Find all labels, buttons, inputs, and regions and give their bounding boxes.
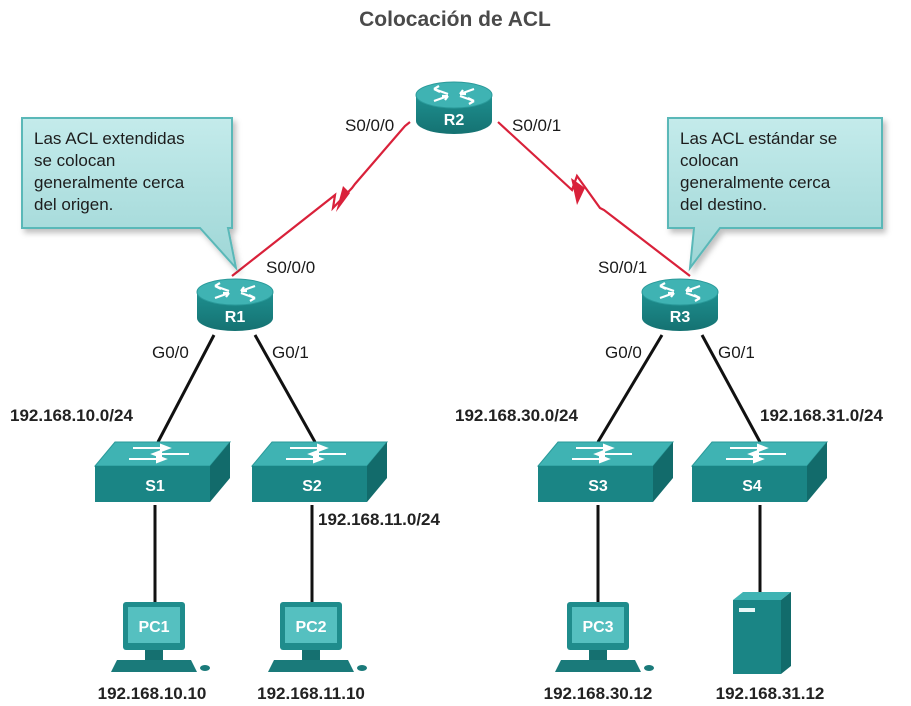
switch-s2-label: S2 <box>302 478 322 495</box>
serial-link-r2-r3 <box>497 121 691 277</box>
switch-s3[interactable]: S3 <box>536 441 675 502</box>
network-192-168-11: 192.168.11.0/24 <box>318 510 441 529</box>
switch-arrows-icon <box>572 443 632 464</box>
pc1-label: PC1 <box>138 619 169 636</box>
port-r3-g01: G0/1 <box>718 343 755 362</box>
host-pc3-ip: 192.168.30.12 <box>544 684 653 703</box>
callout-right-line-4: del destino. <box>680 195 767 214</box>
callout-right-line-3: generalmente cerca <box>680 173 831 192</box>
switch-s4[interactable]: S4 <box>690 441 829 502</box>
port-r2-s000: S0/0/0 <box>345 116 394 135</box>
callout-left-line-4: del origen. <box>34 195 113 214</box>
network-192-168-10: 192.168.10.0/24 <box>10 406 133 425</box>
serial-link-bolt-left <box>336 186 350 212</box>
link-r3-s4 <box>700 334 762 443</box>
switch-arrows-icon <box>726 443 786 464</box>
callout-standard-acl: Las ACL estándar se colocan generalmente… <box>667 117 883 272</box>
callout-right-line-2: colocan <box>680 151 739 170</box>
port-r3-g00: G0/0 <box>605 343 642 362</box>
router-r1[interactable]: R1 <box>196 278 274 331</box>
network-192-168-31: 192.168.31.0/24 <box>760 406 883 425</box>
host-server-ip: 192.168.31.12 <box>716 684 825 703</box>
link-r3-s3 <box>596 334 664 443</box>
switch-arrows-icon <box>286 443 346 464</box>
callout-extended-acl: Las ACL extendidas se colocan generalmen… <box>21 117 238 272</box>
host-pc1-ip: 192.168.10.10 <box>98 684 207 703</box>
callout-right-line-1: Las ACL estándar se <box>680 129 837 148</box>
router-arrows-icon <box>214 282 256 302</box>
port-r3-s001: S0/0/1 <box>598 258 647 277</box>
network-192-168-30: 192.168.30.0/24 <box>455 406 578 425</box>
server-icon[interactable] <box>733 592 791 674</box>
callout-left-line-1: Las ACL extendidas <box>34 129 185 148</box>
pc-pc3[interactable]: PC3 <box>555 602 654 672</box>
link-r1-s2 <box>253 334 317 443</box>
switch-arrows-icon <box>129 443 189 464</box>
router-arrows-icon <box>659 282 701 302</box>
router-r2[interactable]: R2 <box>415 81 493 134</box>
serial-link-r1-r2 <box>231 121 411 277</box>
link-r1-s1 <box>156 334 216 443</box>
port-r2-s001: S0/0/1 <box>512 116 561 135</box>
router-r2-label: R2 <box>444 112 465 129</box>
pc-pc2[interactable]: PC2 <box>268 602 367 672</box>
callout-left-line-3: generalmente cerca <box>34 173 185 192</box>
router-r3-label: R3 <box>670 309 691 326</box>
pc-pc1[interactable]: PC1 <box>111 602 210 672</box>
port-r1-s000: S0/0/0 <box>266 258 315 277</box>
switch-s2[interactable]: S2 <box>250 441 389 502</box>
switch-s3-label: S3 <box>588 478 608 495</box>
host-pc2-ip: 192.168.11.10 <box>257 684 365 703</box>
pc3-label: PC3 <box>582 619 613 636</box>
router-arrows-icon <box>433 85 475 105</box>
router-r1-label: R1 <box>225 309 246 326</box>
diagram-title: Colocación de ACL <box>359 8 551 31</box>
serial-link-bolt-right <box>571 178 585 205</box>
port-r1-g00: G0/0 <box>152 343 189 362</box>
switch-s1-label: S1 <box>145 478 165 495</box>
switch-s1[interactable]: S1 <box>93 441 232 502</box>
pc2-label: PC2 <box>295 619 326 636</box>
port-r1-g01: G0/1 <box>272 343 309 362</box>
callout-left-line-2: se colocan <box>34 151 115 170</box>
router-r3[interactable]: R3 <box>641 278 719 331</box>
switch-s4-label: S4 <box>742 478 762 495</box>
